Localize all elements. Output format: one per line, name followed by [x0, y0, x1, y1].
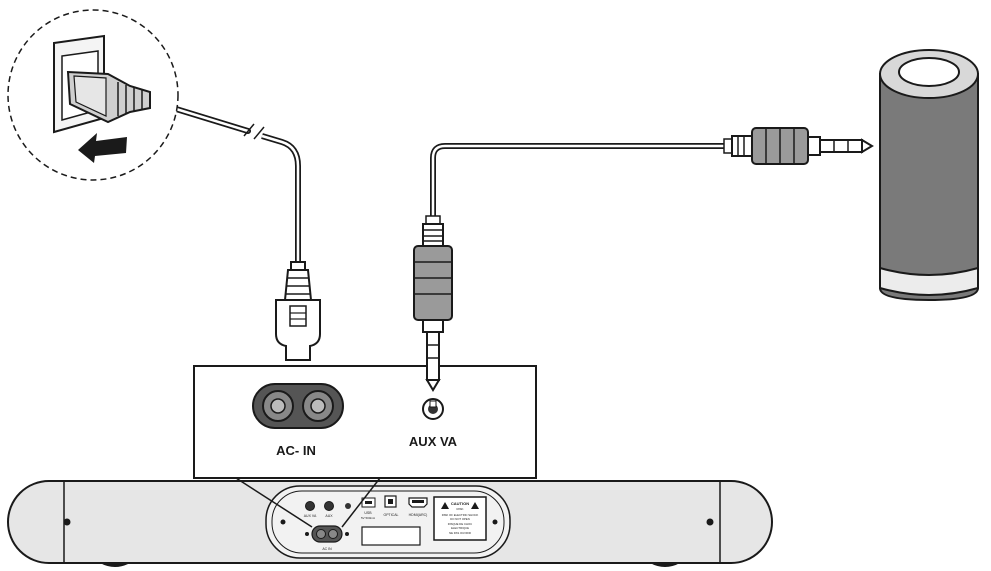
- panel-label-usb-sub: 5V 500mA: [361, 516, 375, 520]
- rating-label: [361, 526, 421, 546]
- caution-line-3: RISQUE DE CHOC: [448, 522, 472, 526]
- speaker-icon: [879, 49, 979, 302]
- aux-va-jack: [422, 398, 444, 420]
- caution-line-2: DO NOT OPEN: [450, 517, 470, 521]
- caution-line-5: NE PAS OUVRIR: [449, 531, 471, 535]
- caution-label: CAUTION RISK RISK OF ELECTRIC SHOCK DO N…: [433, 496, 487, 541]
- panel-label-hdmi: HDMI(ARC): [409, 513, 428, 517]
- caution-line-1: RISK OF ELECTRIC SHOCK: [442, 513, 479, 517]
- ac-in-port-small: AC IN: [305, 525, 349, 551]
- caution-sub: RISK: [456, 507, 463, 511]
- plug-icon: [66, 70, 151, 124]
- arrow-icon: [78, 133, 127, 163]
- aux-cable: [413, 127, 874, 392]
- aux-va-label: AUX VA: [409, 434, 458, 449]
- jack-plug-icon: [413, 215, 453, 392]
- jack-plug-horizontal-icon: [723, 127, 874, 165]
- panel-label-aux: AUX: [325, 514, 333, 518]
- screw-right: [706, 518, 714, 526]
- panel-label-optical: OPTICAL: [384, 513, 399, 517]
- panel-label-ac-in: AC IN: [322, 547, 332, 551]
- aux-va-jack-small: [305, 501, 315, 511]
- ac-in-port: [252, 383, 344, 429]
- dc-jack: [345, 503, 351, 509]
- panel-label-aux-va: AUX VA: [304, 514, 317, 518]
- zoom-callout: AC- IN AUX VA: [193, 365, 537, 528]
- wall-socket-callout: [7, 9, 179, 181]
- iec-connector-icon: [275, 261, 321, 361]
- ac-in-label: AC- IN: [276, 443, 316, 458]
- power-cable: [147, 98, 321, 361]
- caution-line-4: ELECTRIQUE: [451, 526, 469, 530]
- panel-label-usb: USB: [364, 511, 372, 515]
- caution-title: CAUTION: [451, 501, 469, 506]
- rear-panel: AUX VA AUX USB 5V 500mA OPTICAL HDMI(ARC…: [265, 485, 511, 559]
- screw-left: [63, 518, 71, 526]
- aux-jack-small: [324, 501, 334, 511]
